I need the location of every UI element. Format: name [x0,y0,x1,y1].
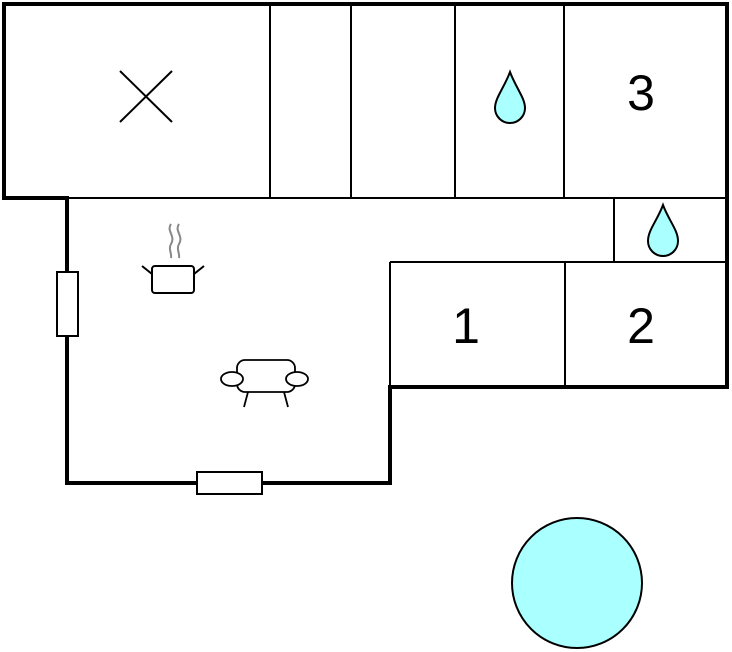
sofa-icon [220,359,309,408]
outer-wall [2,2,729,485]
water-drop-icon-2 [646,202,680,257]
window-icon-bottom [196,471,263,495]
pool-icon [511,517,643,649]
room-label-1: 1 [452,298,480,354]
room-label-3: 3 [627,65,655,121]
room-label-2: 2 [627,298,655,354]
cross-mark-icon [119,70,173,123]
cooking-pot-icon [141,223,205,294]
interior-walls [67,4,727,387]
window-icon-left [56,271,79,337]
water-drop-icon [493,69,527,124]
